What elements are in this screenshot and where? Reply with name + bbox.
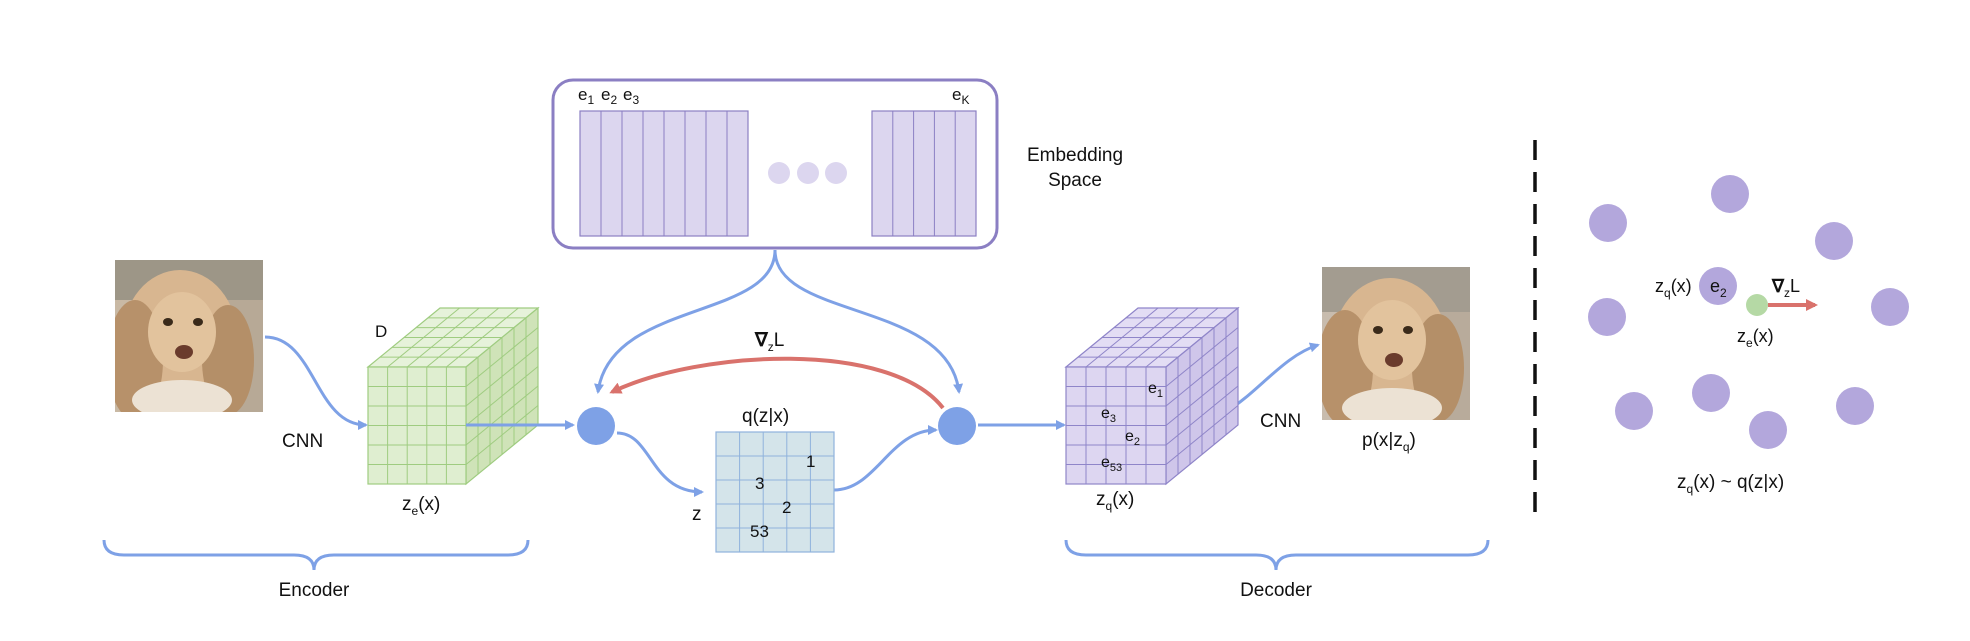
ze-label: ze(x) xyxy=(402,494,440,518)
arrow-codebook-to-left-node xyxy=(594,249,777,394)
embedding-point xyxy=(1589,204,1627,242)
reconstructed-image xyxy=(1322,267,1470,420)
encoder-brace xyxy=(102,539,530,571)
right-e2-label: e2 xyxy=(1710,276,1727,300)
encoder-feature-cube xyxy=(366,306,540,486)
depth-label: D xyxy=(375,322,387,341)
decoder-cell-label: e3 xyxy=(1101,405,1116,425)
input-image xyxy=(115,260,263,412)
q-grid-value: 53 xyxy=(750,522,769,541)
embedding-point xyxy=(1615,392,1653,430)
quantize-node-right xyxy=(938,407,976,445)
embedding-point xyxy=(1871,288,1909,326)
q-grid-value: 3 xyxy=(755,474,764,493)
decoder-feature-cube xyxy=(1064,306,1240,486)
embedding-point xyxy=(1749,411,1787,449)
posterior-grid xyxy=(715,431,835,553)
embedding-space-title: Embedding xyxy=(1027,145,1123,166)
codebook-label-e2: e2 xyxy=(601,85,617,107)
arrow-qgrid-to-node xyxy=(833,425,938,492)
encoder-grid-lines xyxy=(368,307,539,484)
q-label: q(z|x) xyxy=(742,406,789,427)
codebook-label-e1: e1 xyxy=(578,85,594,107)
sampling-formula: zq(x) ~ q(z|x) xyxy=(1677,472,1784,496)
zq-label: zq(x) xyxy=(1096,489,1134,513)
embedding-points xyxy=(1588,175,1909,449)
ellipsis-dot-2 xyxy=(797,162,819,184)
encoder-label: Encoder xyxy=(279,580,350,601)
arrow-node-to-qgrid xyxy=(616,431,704,497)
q-grid-value: 2 xyxy=(782,498,791,517)
embedding-point xyxy=(1588,298,1626,336)
cnn-encoder-label: CNN xyxy=(282,431,323,452)
ellipsis-dot-3 xyxy=(825,162,847,184)
right-ze-label: ze(x) xyxy=(1737,326,1774,350)
decoder-cell-label: e1 xyxy=(1148,380,1163,400)
codebook-label-ek: eK xyxy=(952,85,969,107)
encoder-output-point xyxy=(1746,294,1768,316)
embedding-point xyxy=(1692,374,1730,412)
quantize-node-left xyxy=(577,407,615,445)
arrow-codebook-to-right-node xyxy=(773,249,963,394)
decoder-label: Decoder xyxy=(1240,580,1312,601)
decoder-cell-label: e2 xyxy=(1125,428,1140,448)
cnn-decoder-label: CNN xyxy=(1260,411,1301,432)
q-grid-value: 1 xyxy=(806,452,815,471)
embedding-point-e2 xyxy=(1699,267,1737,305)
embedding-point xyxy=(1711,175,1749,213)
embedding-point xyxy=(1836,387,1874,425)
gradient-label: ∇zL xyxy=(754,330,784,354)
right-zq-label: zq(x) xyxy=(1655,276,1692,300)
codebook-label-e3: e3 xyxy=(623,85,639,107)
z-label: z xyxy=(692,504,702,525)
ellipsis-dot-1 xyxy=(768,162,790,184)
decoder-cell-label: e53 xyxy=(1101,454,1122,474)
codebook-left-block xyxy=(579,110,749,237)
codebook-right-block xyxy=(871,110,977,237)
decoder-brace xyxy=(1064,539,1490,571)
arrow-image-to-encoder xyxy=(264,335,368,430)
p-label: p(x|zq) xyxy=(1362,430,1416,454)
gradient-passthrough-arrow xyxy=(609,356,945,410)
embedding-space-subtitle: Space xyxy=(1048,170,1102,191)
embedding-point xyxy=(1815,222,1853,260)
right-gradient-label: ∇zL xyxy=(1771,276,1800,300)
